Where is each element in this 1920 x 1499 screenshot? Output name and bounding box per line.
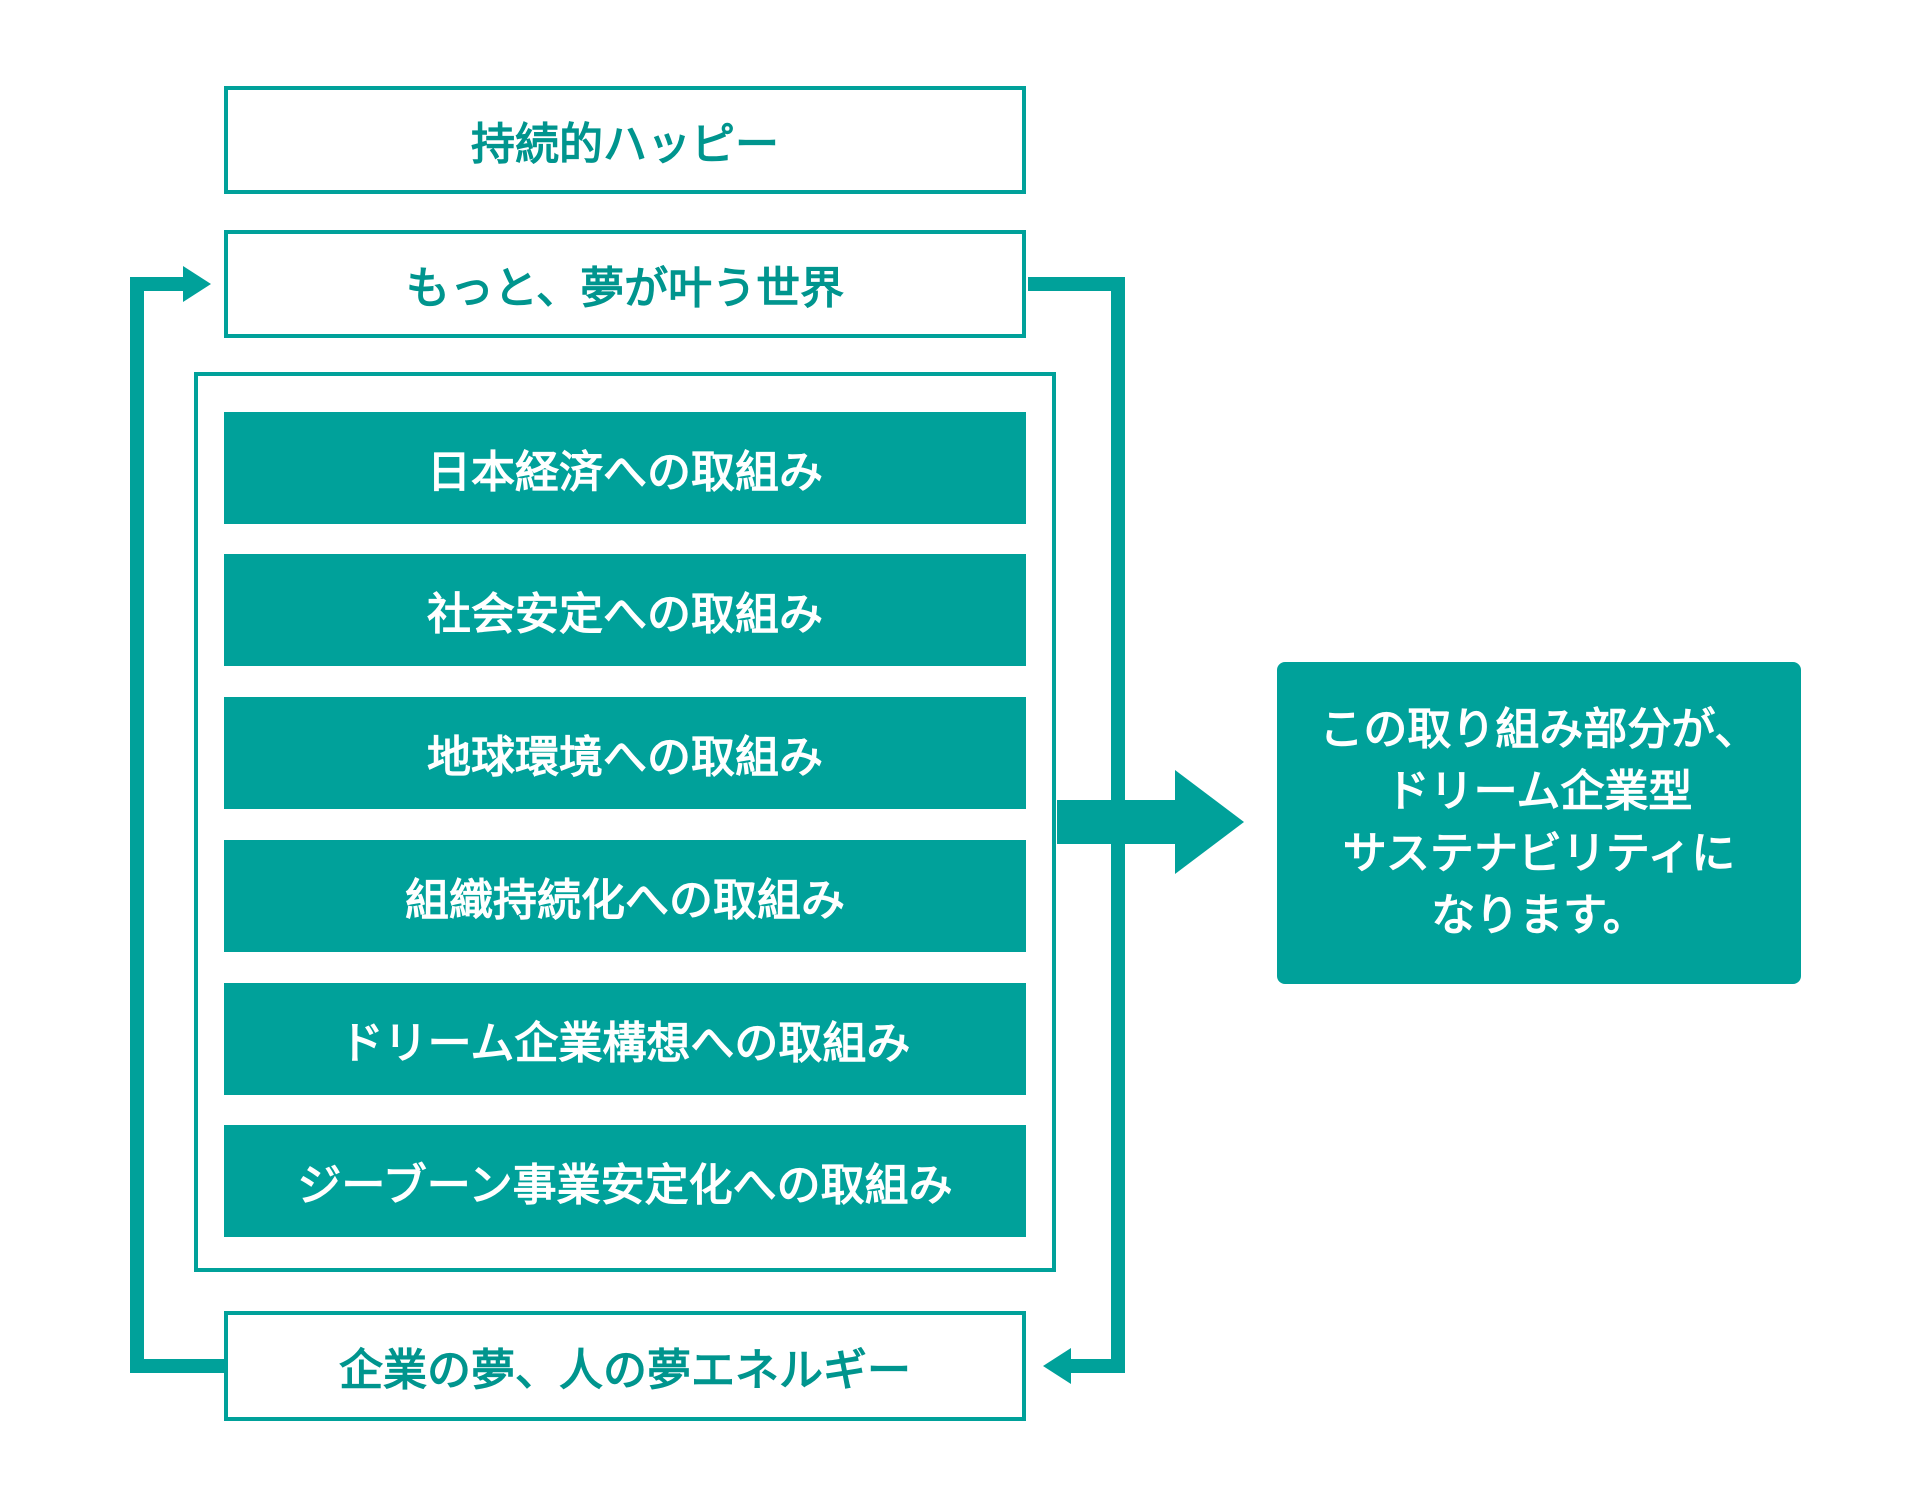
left-loop-arrowhead <box>183 266 211 302</box>
initiative-box: 日本経済への取組み <box>224 412 1026 524</box>
dream-energy-box: 企業の夢、人の夢エネルギー <box>224 1311 1026 1421</box>
initiative-box: 地球環境への取組み <box>224 697 1026 809</box>
sustained-happiness-label: 持続的ハッピー <box>471 119 779 170</box>
initiative-label: ドリーム企業構想への取組み <box>339 1018 911 1069</box>
result-line: サステナビリティに <box>1342 828 1736 879</box>
initiative-box: ドリーム企業構想への取組み <box>224 983 1026 1095</box>
dream-world-box: もっと、夢が叶う世界 <box>224 230 1026 338</box>
initiative-label: ジーブーン事業安定化への取組み <box>297 1160 953 1211</box>
dream-energy-label: 企業の夢、人の夢エネルギー <box>339 1345 911 1396</box>
initiative-label: 日本経済への取組み <box>427 447 823 498</box>
left-loop-arrow-line <box>130 277 224 1373</box>
sustained-happiness-box: 持続的ハッピー <box>224 86 1026 194</box>
result-line: ドリーム企業型 <box>1385 766 1693 817</box>
initiative-box: 社会安定への取組み <box>224 554 1026 666</box>
initiative-box: ジーブーン事業安定化への取組み <box>224 1125 1026 1237</box>
initiative-label: 組織持続化への取組み <box>405 875 845 926</box>
result-text: この取り組み部分が、 ドリーム企業型 サステナビリティに なります。 <box>1319 699 1758 947</box>
right-loop-arrowhead <box>1043 1348 1071 1384</box>
dream-world-label: もっと、夢が叶う世界 <box>405 263 845 314</box>
initiatives-container <box>194 372 1056 1272</box>
result-arrow-shaft <box>1057 800 1175 844</box>
initiative-label: 地球環境への取組み <box>427 732 823 783</box>
result-arrowhead <box>1175 770 1244 874</box>
initiative-box: 組織持続化への取組み <box>224 840 1026 952</box>
result-line: この取り組み部分が、 <box>1319 704 1759 755</box>
initiative-label: 社会安定への取組み <box>427 589 823 640</box>
result-line: なります。 <box>1431 890 1647 941</box>
result-box: この取り組み部分が、 ドリーム企業型 サステナビリティに なります。 <box>1277 662 1801 984</box>
